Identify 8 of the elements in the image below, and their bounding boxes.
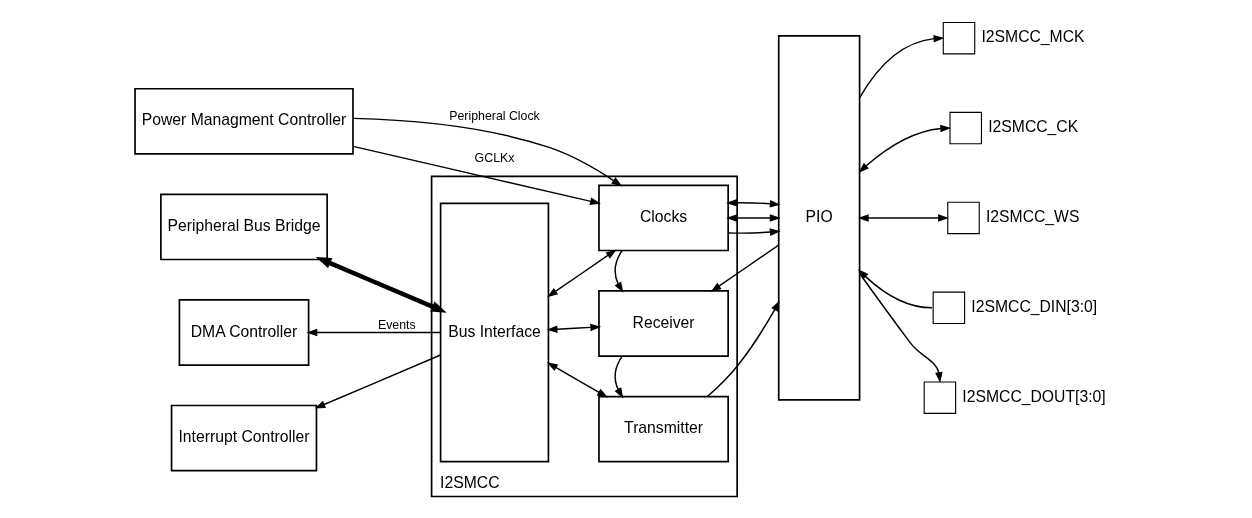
node-label: I2SMCC_MCK (980, 27, 1085, 45)
node-label: I2SMCC_CK (987, 117, 1078, 135)
node-label: I2SMCC_DIN[3:0] (970, 297, 1097, 315)
edge-label: GCLKx (474, 150, 514, 165)
edge-label: Events (377, 317, 416, 332)
node-label: I2SMCC_DOUT[3:0] (961, 387, 1106, 405)
node-label: I2SMCC_WS (985, 207, 1079, 225)
edge-label: Peripheral Clock (448, 108, 540, 123)
